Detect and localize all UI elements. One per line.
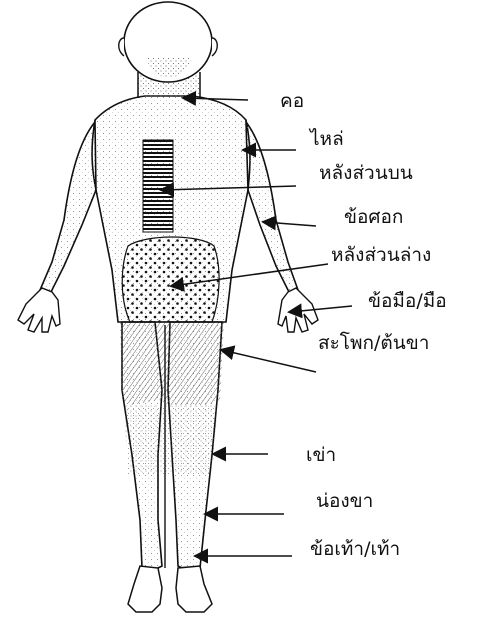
thigh-region bbox=[120, 322, 224, 405]
hand-left bbox=[18, 288, 60, 332]
label-hip-thigh: สะโพก/ต้นขา bbox=[318, 334, 429, 353]
arrow-hip bbox=[222, 350, 316, 372]
arm-left bbox=[40, 122, 96, 294]
label-upper-back: หลังส่วนบน bbox=[319, 164, 413, 183]
foot-right bbox=[176, 566, 212, 612]
label-elbow: ข้อศอก bbox=[344, 208, 403, 227]
label-lower-back: หลังส่วนล่าง bbox=[331, 246, 431, 265]
upper-back-region bbox=[143, 140, 173, 232]
label-neck: คอ bbox=[280, 92, 304, 111]
knee-region bbox=[124, 405, 218, 475]
label-calf: น่องขา bbox=[316, 492, 373, 511]
foot-left bbox=[128, 566, 162, 612]
label-knee: เข่า bbox=[306, 446, 336, 465]
label-ankle-foot: ข้อเท้า/เท้า bbox=[310, 540, 400, 559]
label-wrist-hand: ข้อมือ/มือ bbox=[368, 292, 447, 311]
lower-back-region bbox=[122, 237, 219, 322]
label-shoulder: ไหล่ bbox=[310, 130, 344, 149]
arm-right bbox=[246, 122, 298, 294]
